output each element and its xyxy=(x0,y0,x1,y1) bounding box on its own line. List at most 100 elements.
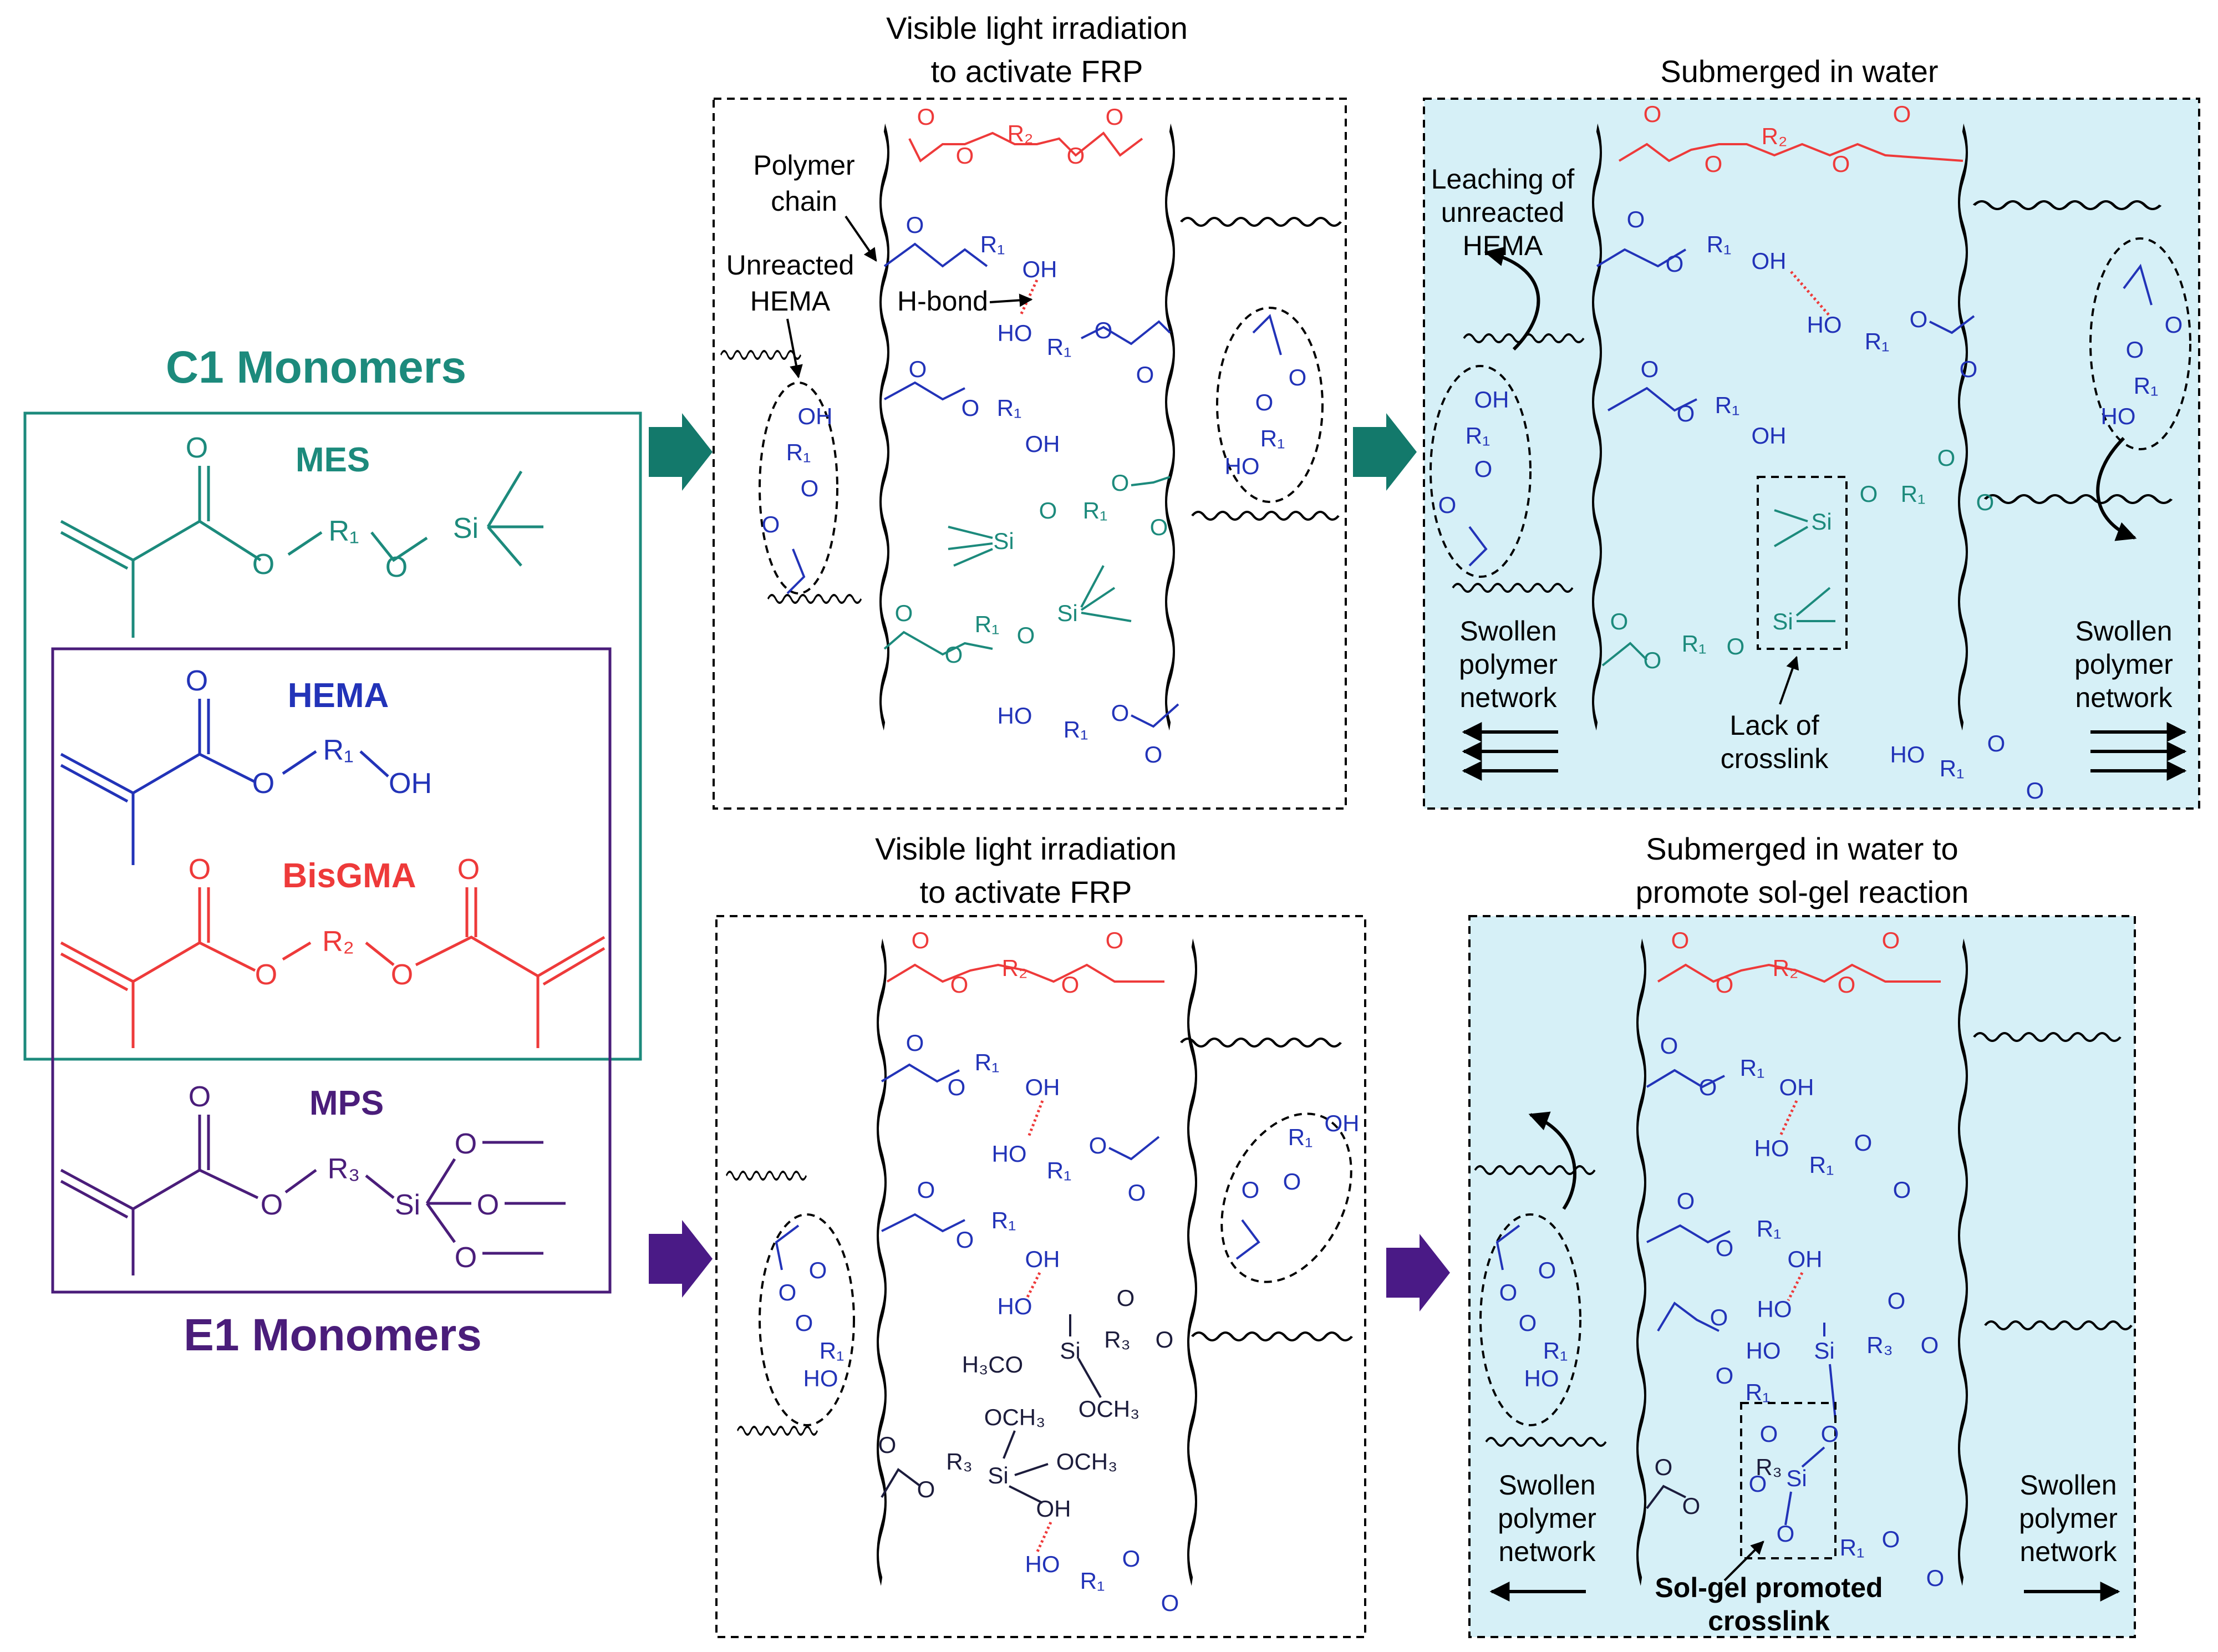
swollen-label-line3: network xyxy=(1498,1536,1596,1567)
atom-o: O xyxy=(801,475,819,501)
atom-o: O xyxy=(878,1432,897,1458)
atom-o: O xyxy=(1838,972,1856,998)
atom-si: Si xyxy=(1060,1338,1080,1364)
atom-ho: HO xyxy=(992,1141,1027,1167)
atom-o: O xyxy=(917,1177,935,1203)
c1-group-box xyxy=(23,411,642,1061)
atom-o: O xyxy=(1716,1235,1734,1261)
atom-o: O xyxy=(1655,1454,1673,1480)
hema-structure xyxy=(60,699,389,865)
atom-o: O xyxy=(1136,362,1154,388)
unreacted-hema-ellipse-left xyxy=(759,1213,855,1426)
hema-atom-o: O xyxy=(252,767,274,800)
atom-o: O xyxy=(956,1227,974,1253)
atom-o: O xyxy=(1882,927,1900,953)
atom-r1: R₁ xyxy=(1746,1379,1771,1405)
atom-o: O xyxy=(1716,1363,1734,1389)
atom-ho: HO xyxy=(1754,1135,1789,1161)
e1-group-box xyxy=(51,647,612,1294)
atom-r1: R₁ xyxy=(1940,755,1965,781)
top-middle-content: O O R₂ O O O R₁ OH HO R₁ O O O O R₁ OH S… xyxy=(726,104,1324,767)
h-bond-line xyxy=(1019,279,1039,317)
atom-o: O xyxy=(1716,972,1734,998)
atom-oh: OH xyxy=(1025,431,1060,457)
top-middle-heading-line2: to activate FRP xyxy=(931,54,1143,89)
arrow-to-top-middle xyxy=(649,413,713,491)
sol-gel-crosslink-box xyxy=(1740,1402,1837,1559)
atom-o: O xyxy=(2126,337,2144,363)
atom-o: O xyxy=(1111,470,1130,496)
atom-oh: OH xyxy=(798,403,833,429)
atom-o: O xyxy=(1156,1326,1174,1353)
atom-r3: R₃ xyxy=(1756,1454,1782,1480)
atom-r1: R₁ xyxy=(1901,481,1926,507)
hema-label: HEMA xyxy=(288,677,389,715)
bottom-right-heading-line2: promote sol-gel reaction xyxy=(1636,875,1969,909)
atom-ho: HO xyxy=(1225,453,1260,479)
atom-r1: R₁ xyxy=(980,231,1005,257)
leaching-label-line3: HEMA xyxy=(1463,230,1543,261)
leaching-label-line1: Leaching of xyxy=(1431,164,1575,195)
swollen-label-line3: network xyxy=(1459,682,1557,713)
atom-o: O xyxy=(1474,456,1493,482)
bisgma-atom-o: O xyxy=(189,853,211,886)
polymer-chain-label-line1: Polymer xyxy=(753,150,854,181)
atom-o: O xyxy=(1987,730,2006,756)
atom-o: O xyxy=(1150,514,1168,540)
hema-atom-o: O xyxy=(186,665,208,697)
atom-r1: R₁ xyxy=(1865,328,1890,354)
arrow-to-bottom-middle xyxy=(649,1220,713,1298)
leaching-hema-ellipse-left xyxy=(1479,1213,1581,1426)
atom-o: O xyxy=(1519,1310,1537,1336)
atom-o: O xyxy=(1061,972,1080,998)
atom-o: O xyxy=(1111,700,1130,726)
atom-si: Si xyxy=(1772,608,1793,634)
unreacted-hema-ellipse-left xyxy=(759,382,838,594)
atom-ho: HO xyxy=(998,320,1032,346)
lack-of-crosslink-box xyxy=(1757,476,1848,650)
atom-r1: R₁ xyxy=(997,395,1022,421)
atom-o: O xyxy=(1888,1288,1906,1314)
bottom-middle-heading-line2: to activate FRP xyxy=(920,875,1132,909)
atom-oh: OH xyxy=(1779,1074,1814,1100)
atom-r1: R₁ xyxy=(991,1207,1016,1233)
atom-o: O xyxy=(1660,1033,1678,1059)
atom-oh: OH xyxy=(1036,1496,1071,1522)
atom-o: O xyxy=(1144,741,1163,767)
atom-o: O xyxy=(1499,1279,1518,1305)
atom-o: O xyxy=(762,511,780,537)
atom-ho: HO xyxy=(1757,1296,1792,1322)
atom-r1: R₁ xyxy=(1047,334,1072,360)
unreacted-label-line2: HEMA xyxy=(750,286,831,317)
atom-r1: R₁ xyxy=(1047,1157,1072,1183)
atom-ho: HO xyxy=(1746,1338,1781,1364)
atom-o: O xyxy=(795,1310,813,1336)
top-right-content: O O R₂ O O O O R₁ OH HO R₁ O O O O R₁ OH… xyxy=(1430,101,2191,804)
bisgma-atom-o: O xyxy=(255,959,277,991)
mps-atom-o: O xyxy=(189,1081,211,1113)
mes-atom-r1: R₁ xyxy=(328,515,359,547)
atom-o: O xyxy=(895,600,913,626)
atom-r3: R₃ xyxy=(946,1448,972,1475)
hema-atom-oh: OH xyxy=(389,767,432,800)
atom-o: O xyxy=(1893,1177,1911,1203)
atom-o: O xyxy=(1677,400,1695,426)
swollen-label-line3: network xyxy=(2075,682,2173,713)
atom-oh: OH xyxy=(1025,1246,1060,1272)
atom-r1: R₁ xyxy=(1543,1338,1568,1364)
atom-o: O xyxy=(1106,927,1124,953)
atom-o: O xyxy=(912,927,930,953)
atom-o: O xyxy=(2165,312,2183,338)
atom-si: Si xyxy=(1786,1465,1807,1491)
atom-o: O xyxy=(1538,1257,1556,1283)
atom-o: O xyxy=(1255,389,1274,415)
atom-o: O xyxy=(1821,1421,1839,1447)
mes-atom-o: O xyxy=(252,548,274,581)
atom-o: O xyxy=(1705,151,1723,177)
mps-atom-o: O xyxy=(455,1242,477,1274)
atom-o: O xyxy=(1727,633,1745,659)
atom-o: O xyxy=(1860,481,1878,507)
atom-o: O xyxy=(950,972,969,998)
atom-o: O xyxy=(906,1030,924,1056)
leaching-arrow-left xyxy=(1484,246,1540,351)
